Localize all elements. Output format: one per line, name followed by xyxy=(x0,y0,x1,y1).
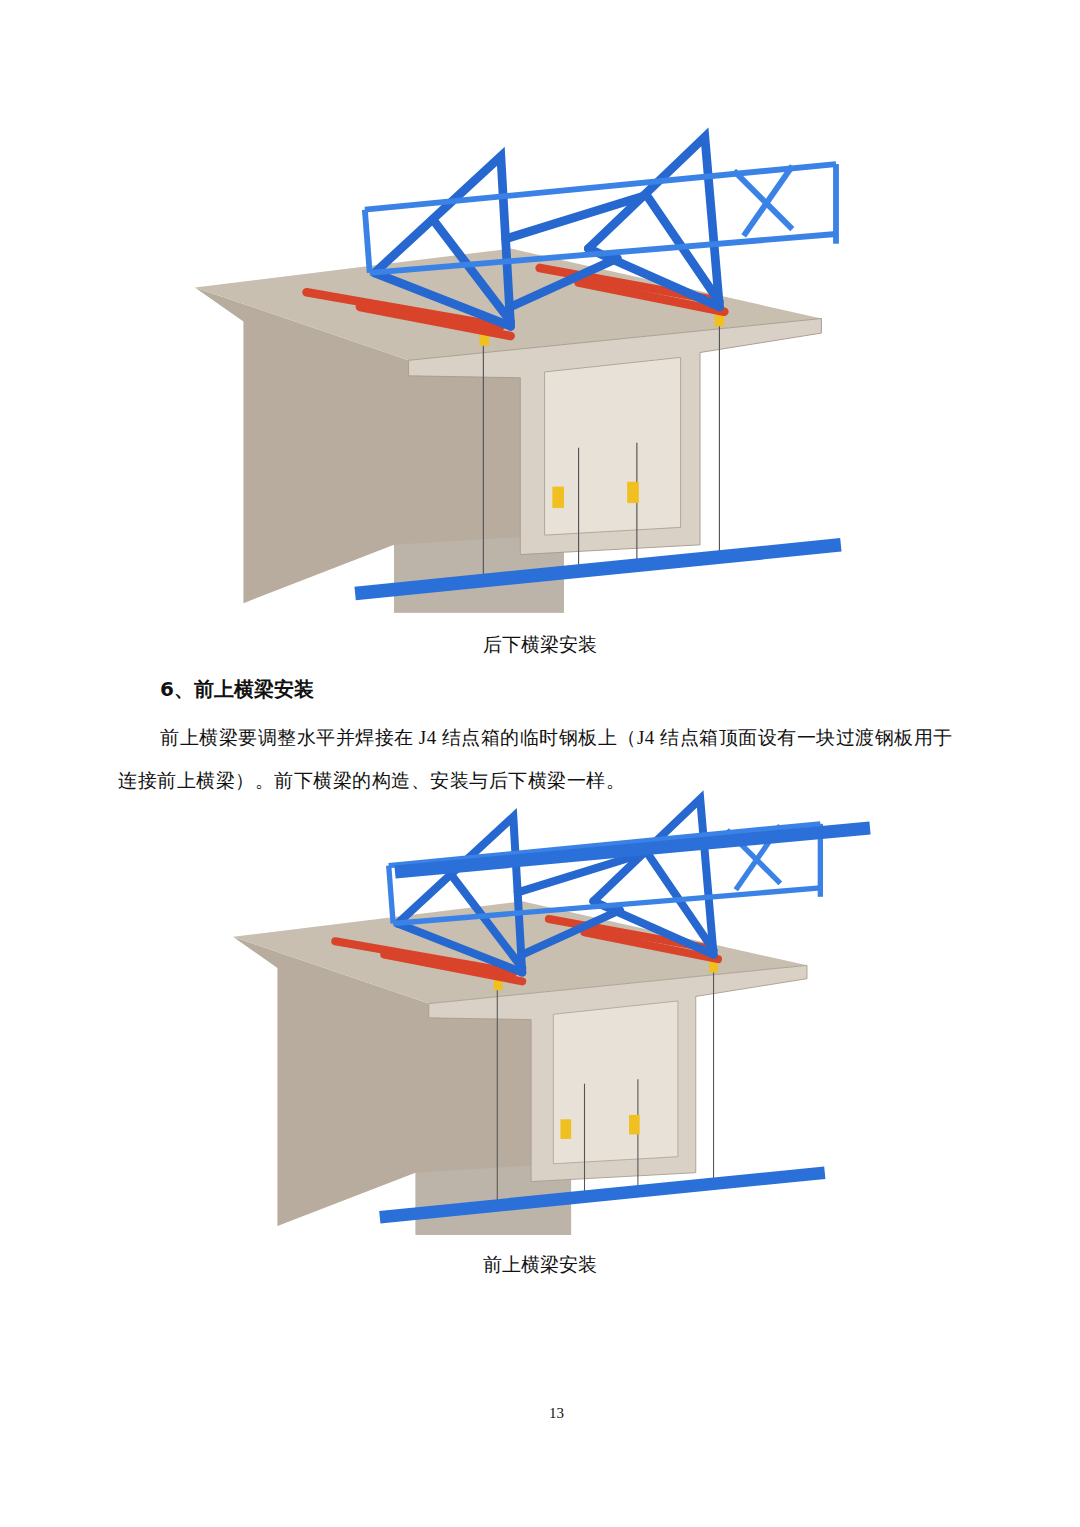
figure-rear-lower-beam xyxy=(195,137,841,613)
front-upper-beam xyxy=(395,828,870,872)
paragraph: 前上横梁要调整水平并焊接在 J4 结点箱的临时钢板上（J4 结点箱顶面设有一块过… xyxy=(118,716,968,802)
caption: 后下横梁安装 xyxy=(483,632,597,658)
section-heading: 6、前上横梁安装 xyxy=(160,676,314,703)
caption: 前上横梁安装 xyxy=(483,1252,597,1278)
page-number: 13 xyxy=(549,1405,564,1422)
